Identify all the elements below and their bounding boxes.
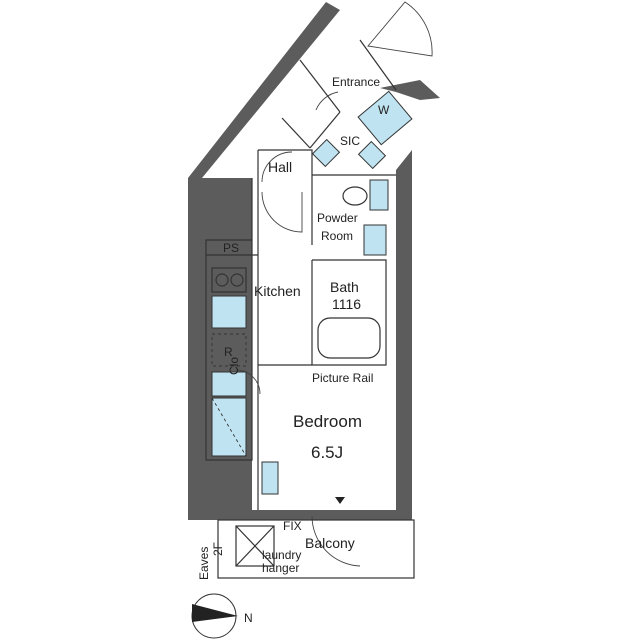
closet-label: Clo: [227, 357, 241, 375]
wardrobe-diagonal: [211, 397, 247, 457]
bath-label-line2: 1116: [332, 296, 361, 312]
wardrobe: [211, 397, 247, 457]
walk-in-closet-box: [357, 90, 413, 146]
bathtub: [317, 317, 381, 359]
sic-shelf-right: [357, 140, 387, 170]
interior-walls: [205, 39, 397, 510]
sic-shelf-left: [311, 138, 341, 168]
laundry-label-line1: laundry: [262, 548, 301, 562]
door-swings: [235, 1, 433, 567]
kitchen-label: Kitchen: [254, 283, 301, 299]
w-label: W: [378, 103, 390, 117]
refrigerator-box: [211, 333, 247, 367]
closet-box: [211, 371, 247, 397]
compass-icon: N: [191, 593, 253, 639]
compass-north-label: N: [244, 611, 253, 625]
sic-label: SIC: [340, 134, 360, 148]
kitchen-sink: [211, 295, 247, 329]
picture-rail-marker: [335, 497, 345, 504]
eaves-label-line2: 2F: [211, 542, 225, 556]
stove-icon: [211, 267, 247, 293]
balcony-label: Balcony: [305, 535, 355, 551]
powder-room-label-line2: Room: [321, 229, 353, 243]
entrance-label: Entrance: [332, 75, 380, 89]
ps-label: PS: [223, 241, 239, 255]
washbasin: [363, 224, 387, 256]
powder-room-label-line1: Powder: [317, 211, 358, 225]
stove-burner-2: [230, 273, 244, 287]
bath-label-line1: Bath: [330, 279, 359, 295]
refrigerator-label: R: [224, 345, 233, 359]
fix-label: FIX: [283, 519, 302, 533]
fixtures: [211, 90, 413, 495]
toilet-icon: [342, 186, 368, 206]
stove-burner-1: [215, 273, 229, 287]
bedroom-size-label: 6.5J: [311, 443, 343, 462]
powder-sink: [369, 179, 389, 211]
balcony: [217, 519, 415, 579]
picture-rail-label: Picture Rail: [312, 371, 373, 385]
bedroom-closet-small: [261, 461, 279, 495]
eaves-label-line1: Eaves: [197, 547, 211, 580]
hall-label: Hall: [268, 159, 292, 175]
laundry-label-line2: hanger: [262, 561, 299, 575]
bedroom-label: Bedroom: [293, 412, 362, 431]
